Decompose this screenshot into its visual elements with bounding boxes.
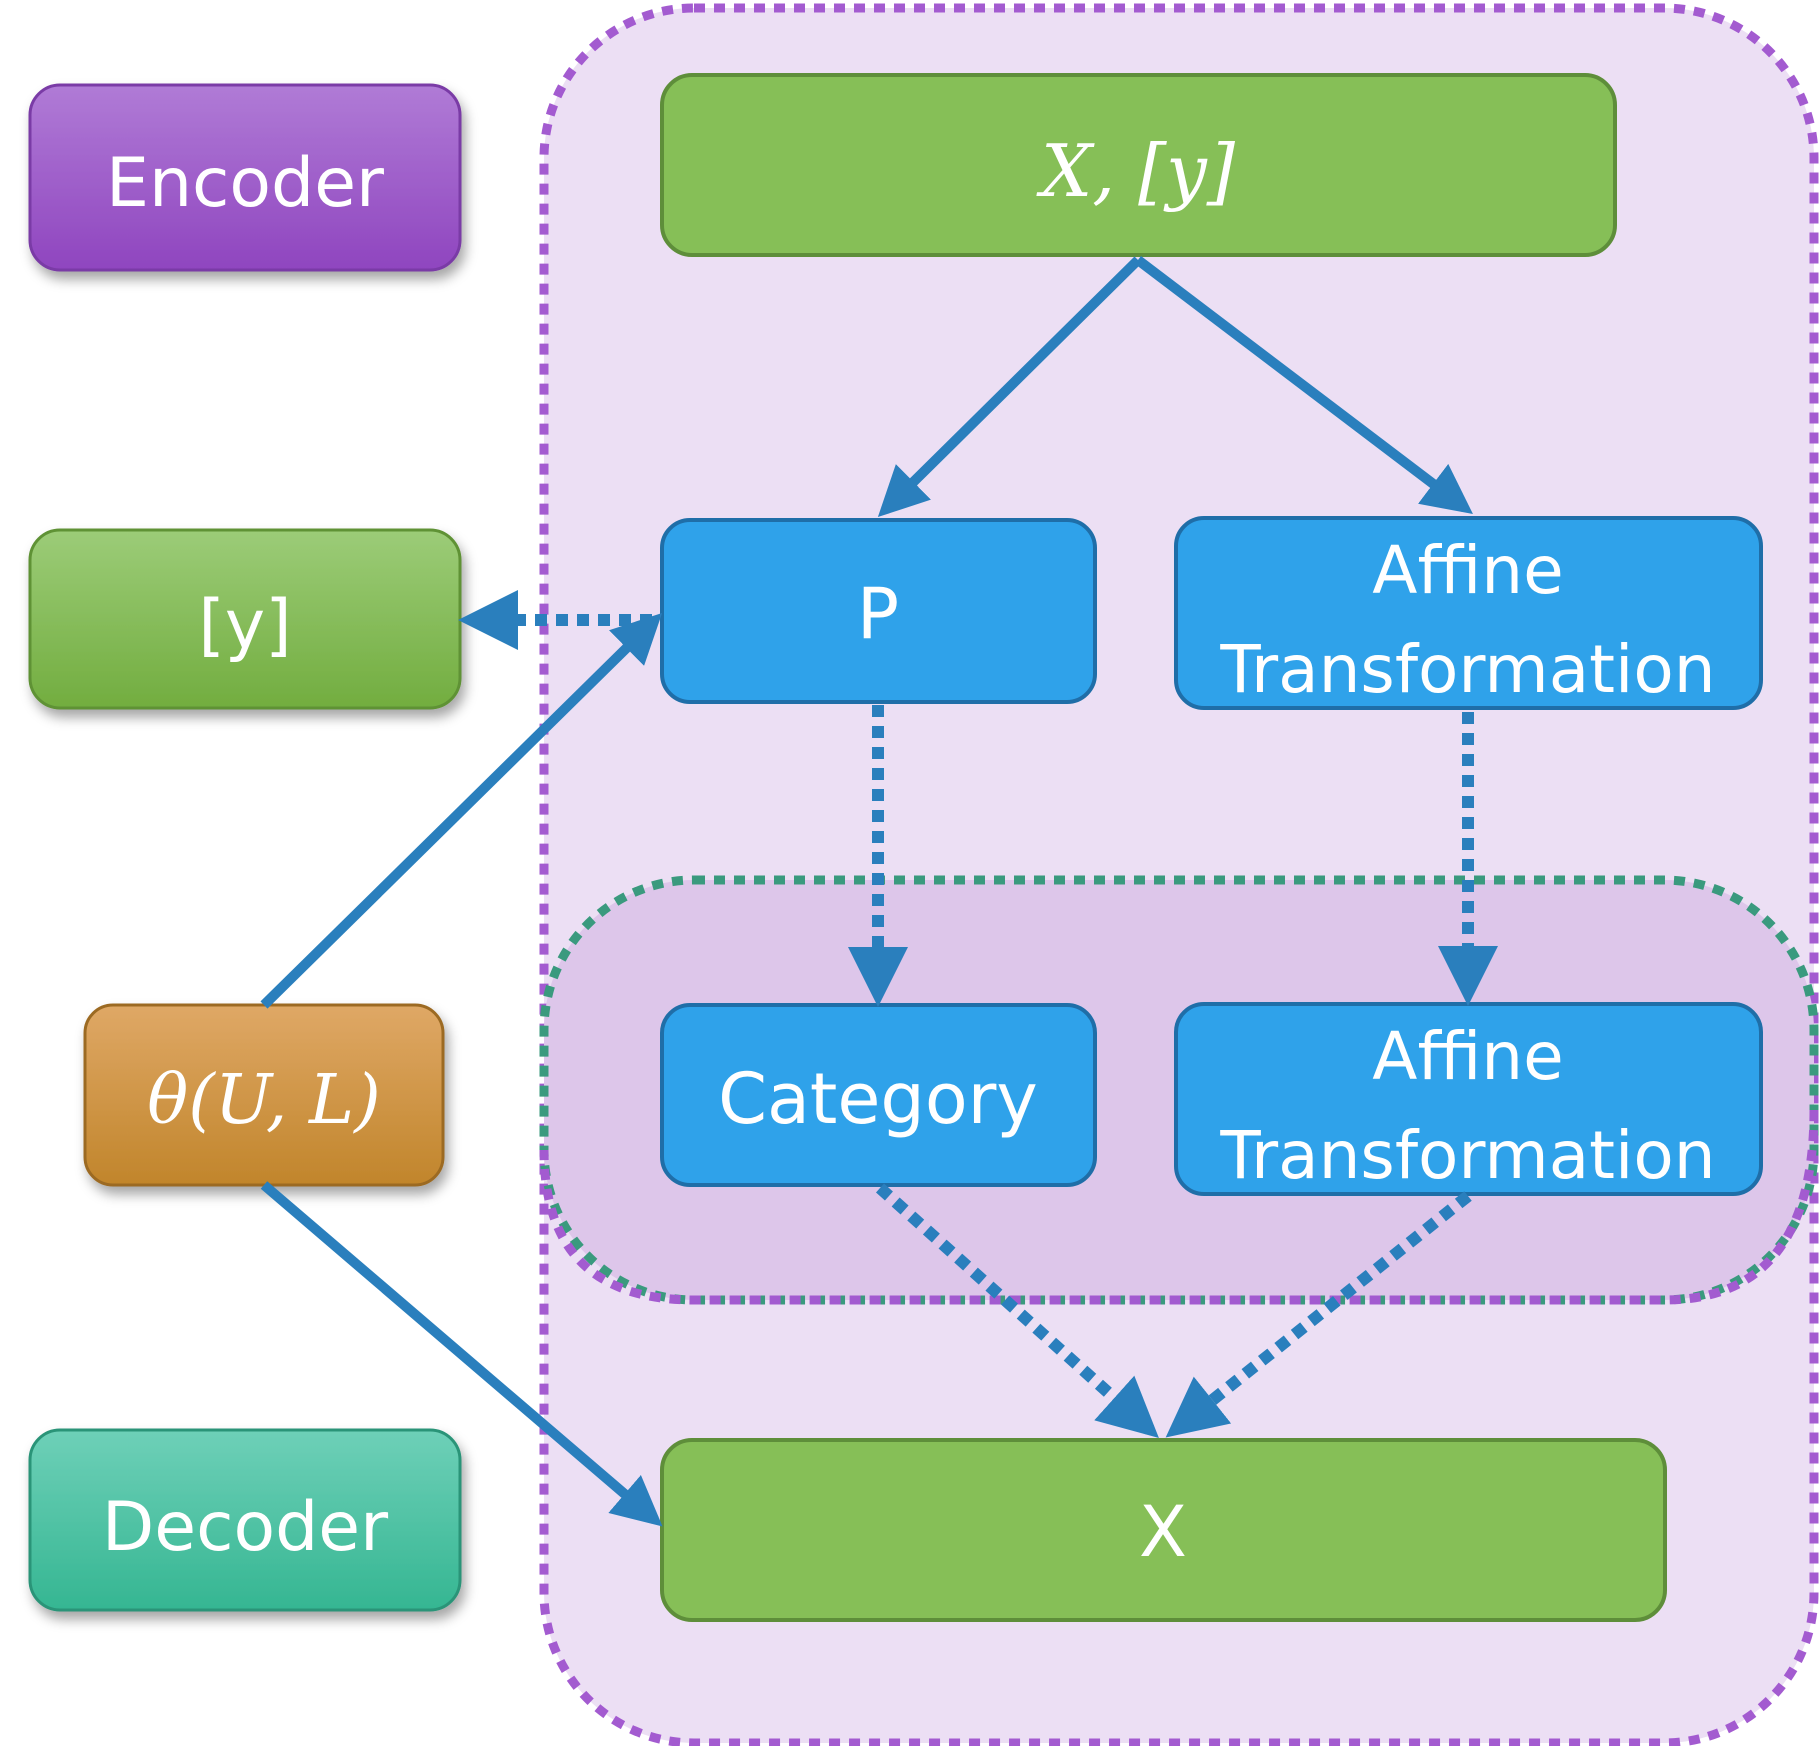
p-node: [660, 518, 1097, 704]
arrow-category-to-output: [875, 1183, 1159, 1439]
arrow-input-to-affine-top: [1134, 256, 1473, 515]
affine-top-label-line2: Transformation: [1219, 631, 1715, 708]
input-node: [660, 73, 1617, 257]
affine-bottom-label-line1: Affine: [1372, 1018, 1563, 1095]
arrow-input-to-p: [877, 256, 1142, 518]
decoder-legend-box: [28, 1428, 462, 1612]
arrow-theta-to-output: [260, 1181, 663, 1527]
affine-top-node: [1174, 516, 1763, 710]
p-node-label: P: [857, 573, 899, 655]
affine-bottom-label-line2: Transformation: [1219, 1117, 1715, 1194]
output-node-label: X: [1139, 1491, 1187, 1573]
encoder-legend-label: Encoder: [106, 144, 384, 223]
encoder-legend-box: [28, 83, 462, 272]
arrow-theta-to-p: [260, 612, 663, 1009]
theta-legend-label: θ(U, L): [147, 1061, 380, 1140]
decoder-legend-label: Decoder: [102, 1488, 388, 1567]
y-legend-label: [y]: [198, 586, 291, 665]
category-node-label: Category: [718, 1058, 1038, 1140]
input-node-label: X, [y]: [1036, 129, 1236, 213]
affine-top-label-line1: Affine: [1372, 532, 1563, 609]
encoder-boundary-overlay: [539, 1109, 1819, 1305]
output-node: [660, 1438, 1667, 1622]
